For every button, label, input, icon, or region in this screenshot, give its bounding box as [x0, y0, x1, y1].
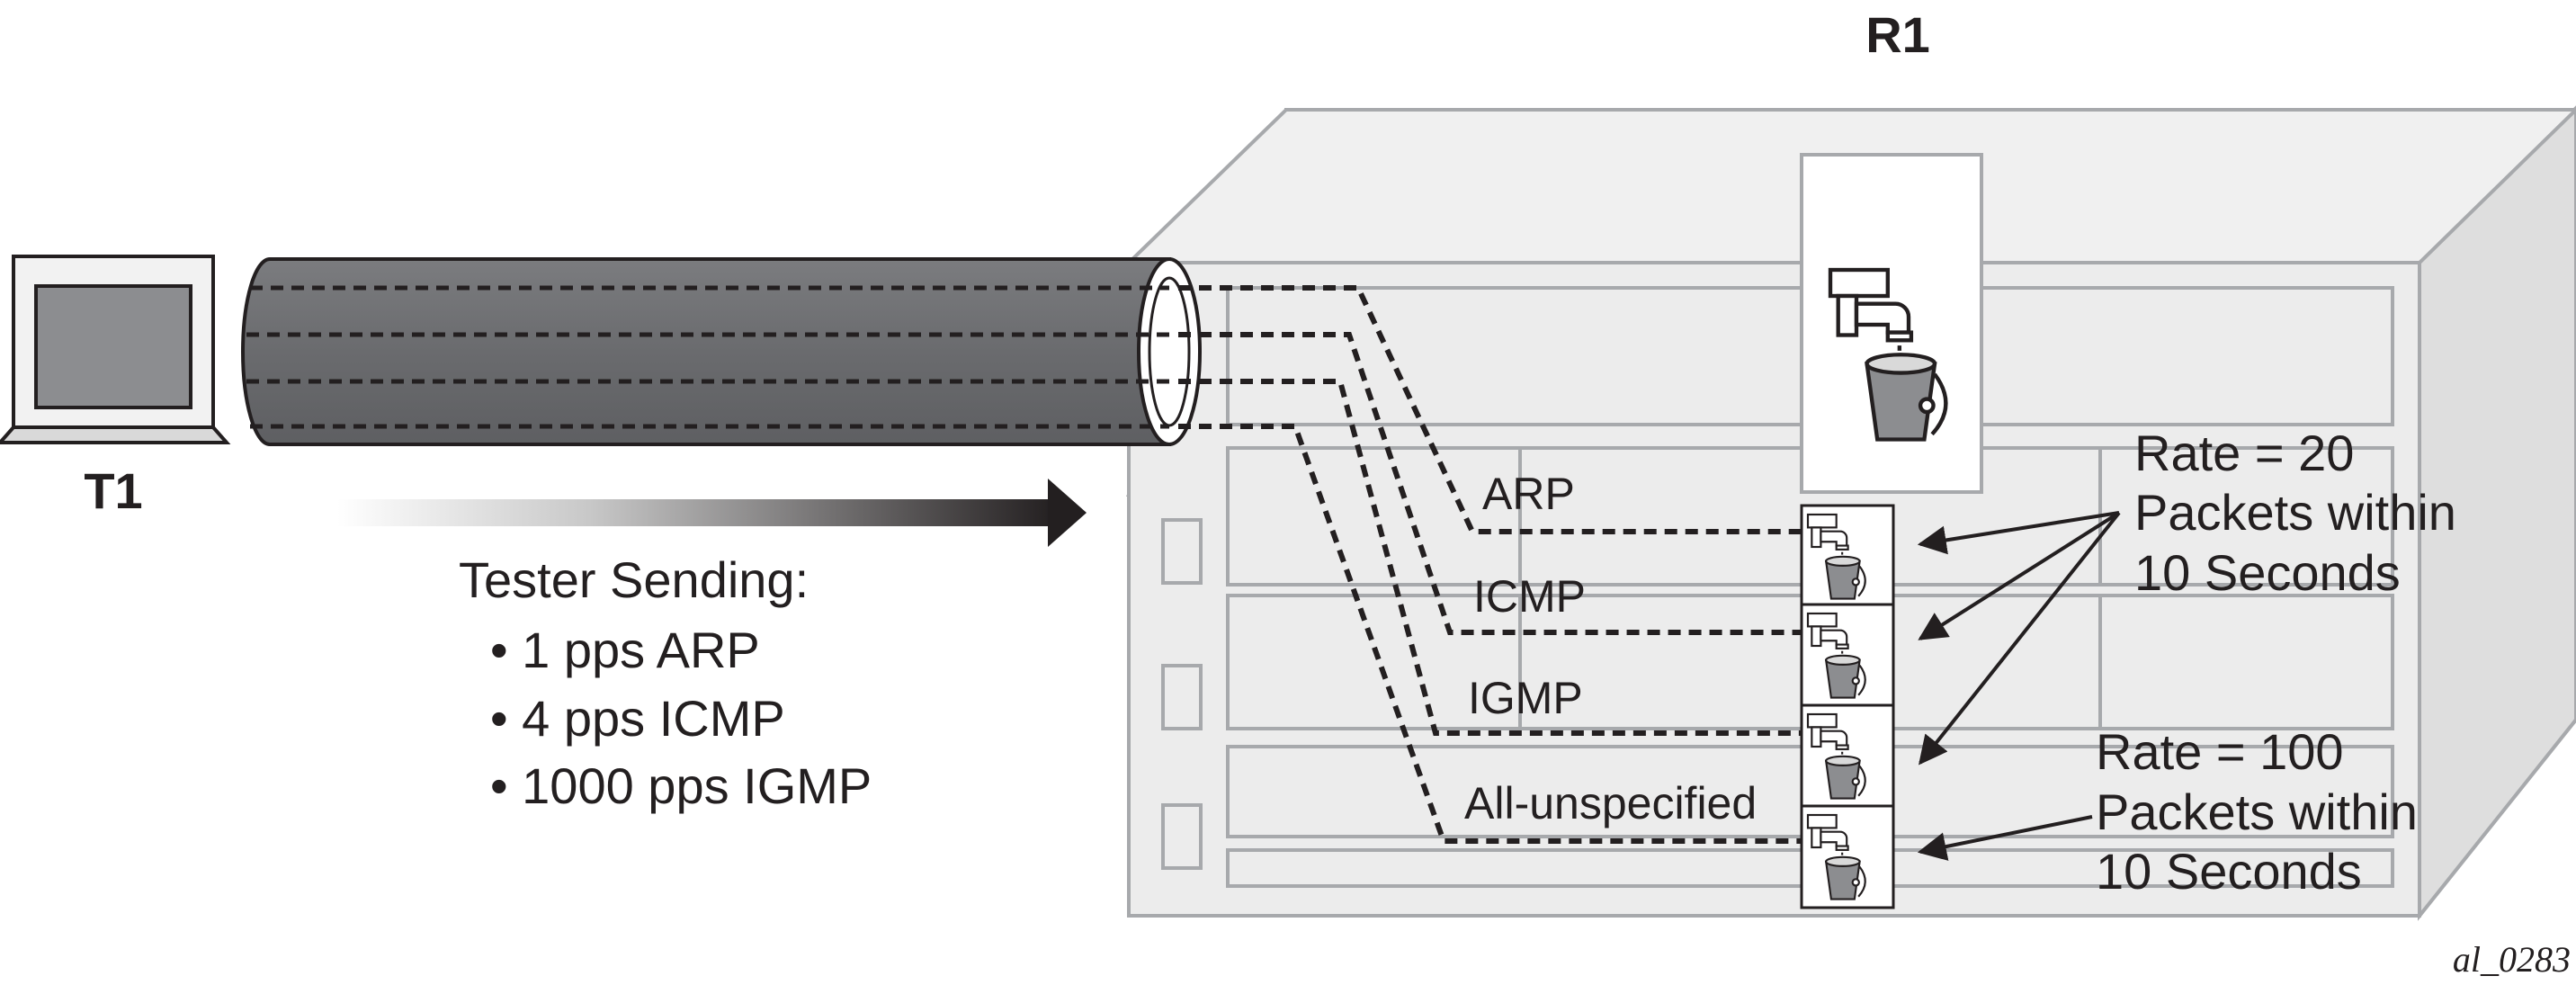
router-chassis	[1124, 105, 2576, 921]
tester-bullet-1: • 1 pps ARP	[490, 622, 760, 678]
aggregate-policer	[1800, 153, 1983, 494]
laptop-icon	[0, 255, 231, 444]
policer-label-all-unspecified: All-unspecified	[1464, 778, 1757, 828]
tester-name: T1	[84, 462, 142, 519]
policer-label-arp: ARP	[1482, 469, 1575, 519]
tester-bullet-2: • 4 pps ICMP	[490, 690, 785, 747]
rate-label-100: Rate = 100 Packets within 10 Seconds	[2096, 723, 2418, 900]
flow-lines-to-policers	[1178, 285, 1802, 844]
rate-label-20: Rate = 20 Packets within 10 Seconds	[2134, 425, 2456, 601]
direction-arrow	[337, 479, 1087, 547]
rate-20-line-2: Packets within	[2134, 484, 2456, 541]
tester-info: Tester Sending: • 1 pps ARP • 4 pps ICMP…	[459, 551, 872, 814]
flow-lines-in-pipe	[246, 285, 1169, 429]
rate-100-line-3: 10 Seconds	[2096, 843, 2362, 900]
rate-20-line-1: Rate = 20	[2134, 425, 2354, 481]
rate-20-line-3: 10 Seconds	[2134, 544, 2401, 601]
link-pipe	[241, 257, 1202, 446]
policer-label-igmp: IGMP	[1468, 673, 1583, 723]
tester-heading: Tester Sending:	[459, 551, 809, 608]
policer-stack	[1800, 504, 1895, 909]
rate-100-line-1: Rate = 100	[2096, 723, 2344, 780]
tester-bullet-3: • 1000 pps IGMP	[490, 757, 872, 814]
rate-pointer-arrows	[1917, 511, 2121, 861]
rate-100-line-2: Packets within	[2096, 784, 2418, 840]
figure-id: al_0283	[2453, 939, 2571, 980]
router-name: R1	[1865, 6, 1930, 63]
policer-label-icmp: ICMP	[1473, 571, 1586, 622]
